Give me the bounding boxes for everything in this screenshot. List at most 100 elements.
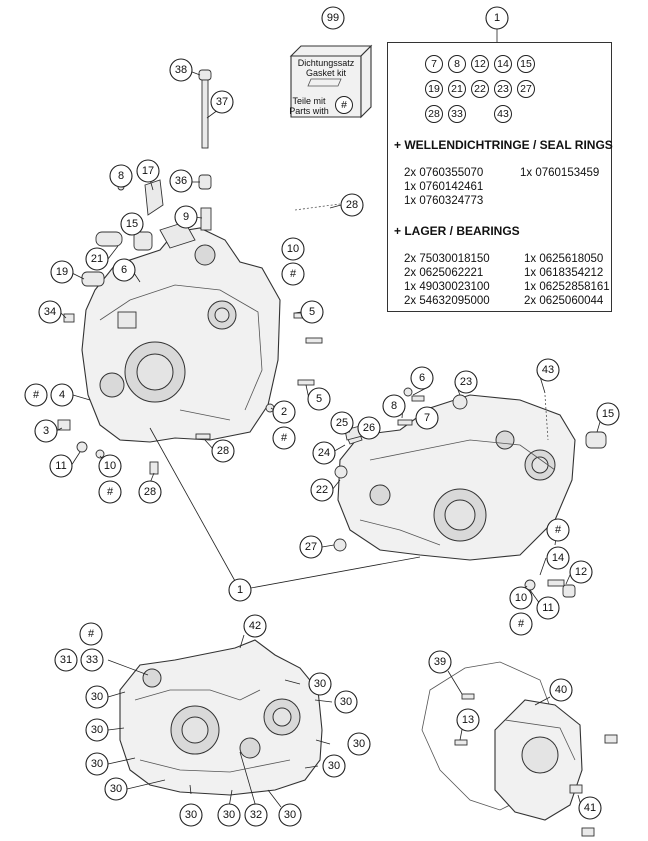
svg-text:2: 2 <box>281 406 287 418</box>
callout-6: 6 <box>112 258 136 282</box>
seal-ring-number: 2x 0760355070 <box>404 167 484 179</box>
callout-10: 10 <box>98 454 122 478</box>
callout-26: 26 <box>357 416 381 440</box>
bearing-number: 1x 0625618050 <box>524 253 604 265</box>
callout-15: 15 <box>596 402 620 426</box>
seal-ring-number: 1x 0760153459 <box>520 167 600 179</box>
seal-ring-number: 1x 0760324773 <box>404 195 484 207</box>
svg-text:30: 30 <box>340 696 352 708</box>
svg-text:26: 26 <box>363 422 375 434</box>
bearing-number: 2x 0625060044 <box>524 295 604 307</box>
callout-19: 19 <box>50 260 74 284</box>
svg-text:30: 30 <box>91 758 103 770</box>
callout-3: 3 <box>34 419 58 443</box>
callout-21: 21 <box>85 247 109 271</box>
svg-text:33: 33 <box>86 654 98 666</box>
callout-hash-2: # <box>272 426 296 450</box>
left-half-small-parts <box>57 69 341 475</box>
callout-4: 4 <box>50 383 74 407</box>
callout-43: 43 <box>536 358 560 382</box>
callout-hash-33: # <box>79 622 103 646</box>
callout-6: 6 <box>410 366 434 390</box>
included-part: 21 <box>448 80 466 98</box>
svg-text:28: 28 <box>217 445 229 457</box>
callout-30: 30 <box>85 718 109 742</box>
callout-10: 10 <box>509 586 533 610</box>
svg-text:3: 3 <box>43 425 49 437</box>
callout-11: 11 <box>49 454 73 478</box>
svg-text:25: 25 <box>336 417 348 429</box>
included-part: 22 <box>471 80 489 98</box>
svg-text:#: # <box>555 524 562 536</box>
svg-text:5: 5 <box>316 393 322 405</box>
svg-text:30: 30 <box>328 760 340 772</box>
included-part: 43 <box>494 105 512 123</box>
svg-text:21: 21 <box>91 253 103 265</box>
svg-text:6: 6 <box>419 372 425 384</box>
svg-text:10: 10 <box>104 460 116 472</box>
included-part: 19 <box>425 80 443 98</box>
callout-hash-4: # <box>24 383 48 407</box>
right-crankcase-half <box>337 394 576 561</box>
gasket-kit-line4: Parts with <box>289 106 329 116</box>
svg-text:11: 11 <box>55 460 66 472</box>
callout-30: 30 <box>85 752 109 776</box>
svg-text:1: 1 <box>494 12 500 24</box>
included-part: 23 <box>494 80 512 98</box>
callout-30: 30 <box>104 777 128 801</box>
svg-text:9: 9 <box>183 211 189 223</box>
svg-text:13: 13 <box>462 714 474 726</box>
svg-text:10: 10 <box>287 243 299 255</box>
callout-99: 99 <box>321 6 345 30</box>
callout-42: 42 <box>243 614 267 638</box>
parts-list-box: 7 8 12 14 15 19 21 22 23 27 28 33 43 + W… <box>387 42 613 312</box>
callout-11: 11 <box>536 596 560 620</box>
svg-text:12: 12 <box>575 566 587 578</box>
bearing-number: 1x 49030023100 <box>404 281 490 293</box>
left-crankcase-half <box>81 221 281 443</box>
included-part: 8 <box>448 55 466 73</box>
gasket-kit-line1: Dichtungssatz <box>297 58 355 68</box>
callout-12: 12 <box>569 560 593 584</box>
svg-text:30: 30 <box>223 809 235 821</box>
svg-text:30: 30 <box>284 809 296 821</box>
svg-text:28: 28 <box>346 199 358 211</box>
bearings-title: + LAGER / BEARINGS <box>394 224 520 238</box>
callout-30: 30 <box>85 685 109 709</box>
callout-32: 32 <box>244 803 268 827</box>
gasket-kit-hash-mark: # <box>335 96 353 114</box>
bearing-number: 2x 0625062221 <box>404 267 484 279</box>
svg-text:43: 43 <box>542 364 554 376</box>
callout-38: 38 <box>169 58 193 82</box>
callout-23: 23 <box>454 370 478 394</box>
svg-text:30: 30 <box>110 783 122 795</box>
callout-hash-10: # <box>98 480 122 504</box>
callout-39: 39 <box>428 650 452 674</box>
svg-text:10: 10 <box>515 592 527 604</box>
included-part: 15 <box>517 55 535 73</box>
svg-text:32: 32 <box>250 809 262 821</box>
included-part: 14 <box>494 55 512 73</box>
callout-34: 34 <box>38 300 62 324</box>
svg-text:31: 31 <box>60 654 72 666</box>
callout-30: 30 <box>179 803 203 827</box>
bearing-number: 1x 06252858161 <box>524 281 610 293</box>
callout-1: 1 <box>228 578 252 602</box>
callout-40: 40 <box>549 678 573 702</box>
svg-text:6: 6 <box>121 264 127 276</box>
svg-text:37: 37 <box>216 96 228 108</box>
svg-text:24: 24 <box>318 447 330 459</box>
included-part: 28 <box>425 105 443 123</box>
gasket-kit-line3: Teile mit <box>292 96 326 106</box>
svg-text:#: # <box>290 268 297 280</box>
included-part: 12 <box>471 55 489 73</box>
callout-13: 13 <box>456 708 480 732</box>
callout-31: 31 <box>54 648 78 672</box>
svg-text:17: 17 <box>142 165 154 177</box>
crankcase-outside-view <box>119 639 323 796</box>
svg-text:#: # <box>107 486 114 498</box>
svg-text:#: # <box>518 618 525 630</box>
callout-8: 8 <box>382 394 406 418</box>
svg-text:8: 8 <box>391 400 397 412</box>
svg-text:27: 27 <box>305 541 317 553</box>
